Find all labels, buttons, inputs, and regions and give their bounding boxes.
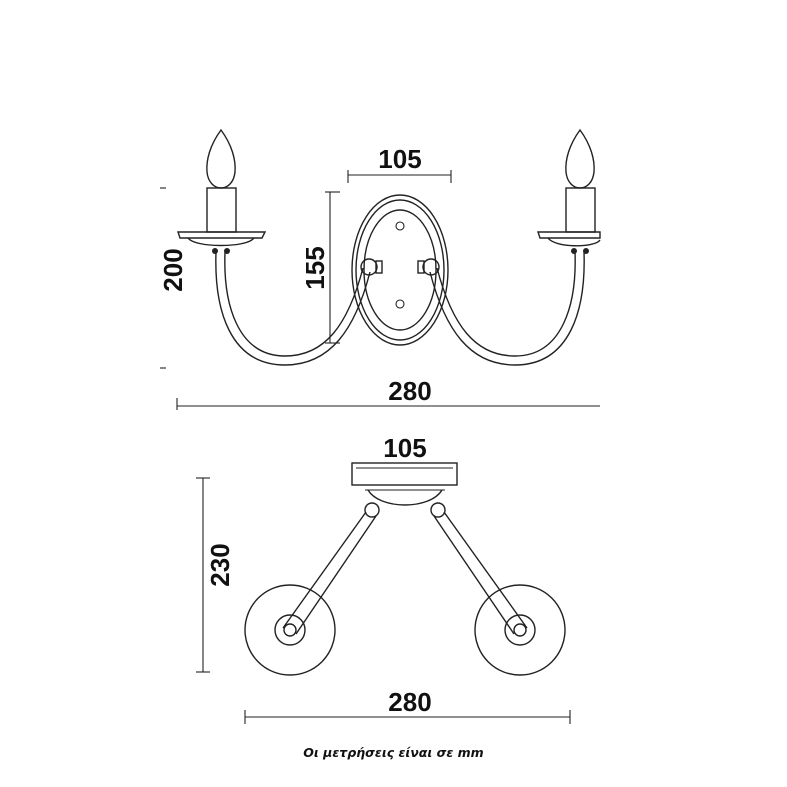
backplate [351, 194, 449, 346]
left-arm [215, 251, 383, 366]
units-caption: Οι μετρήσεις είναι σε mm [303, 745, 484, 760]
top-depth-label: 230 [205, 543, 235, 586]
right-arm [417, 251, 585, 366]
top-right-arm [430, 502, 566, 676]
front-plate-width-label: 105 [378, 144, 421, 174]
top-total-width-label: 280 [388, 687, 431, 717]
dimension-lines [160, 170, 600, 410]
top-dimension-lines [196, 477, 571, 724]
front-total-width-label: 280 [388, 376, 431, 406]
top-view: 105 230 280 [196, 433, 571, 724]
left-candle [177, 128, 267, 254]
top-plate-width-label: 105 [383, 433, 426, 463]
top-left-arm [244, 502, 380, 676]
top-plate [351, 462, 458, 506]
front-view: 105 155 200 280 [158, 128, 601, 410]
front-total-height-label: 200 [158, 248, 188, 291]
front-plate-height-label: 155 [300, 246, 330, 289]
right-candle [537, 128, 601, 254]
